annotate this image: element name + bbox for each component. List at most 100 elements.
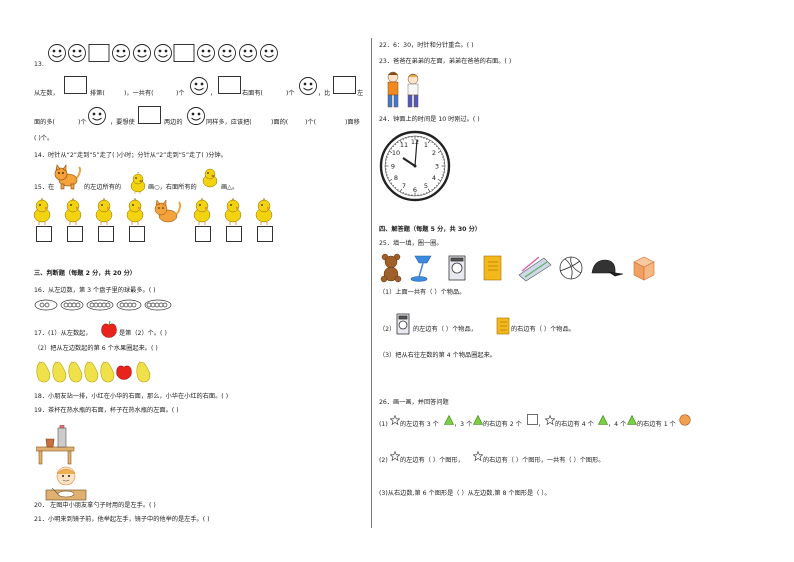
square-icon — [64, 76, 87, 94]
q13-text: )个 — [286, 90, 295, 97]
q13-text: 排第( — [90, 90, 105, 97]
clock-tick — [387, 177, 390, 179]
clock-tick — [402, 191, 404, 194]
clock-tick — [433, 186, 436, 189]
chick-icon — [130, 172, 146, 194]
svg-text:3: 3 — [435, 163, 439, 171]
q26-part1: ， — [538, 421, 545, 428]
q18-text: 18．小朋友站一排，小红在小华的右面，那么，小华在小红的右面。( ) — [34, 393, 229, 400]
clock-tick — [437, 148, 440, 150]
q13-text: ， — [210, 90, 217, 97]
smiley-icon — [68, 44, 86, 62]
clock-tick — [437, 182, 440, 184]
q25-part2: （2） — [379, 326, 396, 333]
square-outline-icon — [527, 414, 538, 425]
q13-text: ( )个。 — [34, 135, 54, 142]
clock-tick — [426, 191, 428, 194]
q26-part1: 的左边有 3 个 — [400, 421, 439, 428]
sharpener-icon — [396, 313, 410, 335]
clock-tick — [399, 188, 403, 193]
clock-tick — [397, 141, 399, 144]
clock-tick — [388, 150, 393, 154]
chick-icon — [193, 198, 211, 226]
section-title: 四、解答题（每题 5 分，共 30 分） — [379, 226, 481, 233]
q19-text: 19．茶杯在热水瓶的右面，杯子在热水瓶的左面。( ) — [34, 407, 179, 414]
clock-tick — [387, 153, 390, 155]
q13-text: )个 — [176, 90, 185, 97]
q17-text: （2）把从左边数起的第 6 个水果圈起来。( ) — [34, 345, 158, 352]
pear-icon — [52, 361, 67, 383]
sharpener-icon — [448, 255, 466, 281]
svg-text:5: 5 — [424, 182, 428, 190]
cat-icon — [154, 199, 182, 223]
clock-tick — [392, 184, 395, 187]
q23-text: 23．爸爸在弟弟的左面，弟弟在爸爸的右面。( ) — [379, 58, 512, 65]
clock-tick — [437, 178, 442, 182]
q26-part2: (2) — [379, 457, 388, 464]
top-smiley-row — [48, 44, 278, 62]
answer-box[interactable] — [67, 226, 83, 242]
q13-text: )面的( — [271, 119, 289, 126]
column-divider — [371, 38, 372, 528]
q13-number: 13. — [34, 61, 44, 68]
smiley-icon — [154, 44, 172, 62]
cube-icon — [633, 256, 655, 281]
clock-tick — [431, 141, 433, 144]
q13-text: ，比 — [318, 90, 331, 97]
answer-box[interactable] — [257, 226, 273, 242]
notebook-icon — [483, 255, 502, 281]
child-spoon-icon — [45, 466, 87, 501]
star-icon — [473, 451, 483, 461]
desk-lamp-icon — [410, 255, 432, 282]
answer-box[interactable] — [195, 226, 211, 242]
minute-hand — [414, 139, 418, 167]
chick-icon — [95, 198, 113, 226]
svg-text:2: 2 — [432, 149, 436, 157]
clock-tick — [427, 139, 431, 144]
answer-box[interactable] — [98, 226, 114, 242]
svg-text:4: 4 — [432, 174, 436, 182]
q13-text: 面的多( — [34, 119, 55, 126]
star-icon — [390, 451, 400, 461]
q25-part2: 的左边有（ ）个物品， — [413, 326, 477, 333]
q13-text: )，一共有( — [124, 90, 154, 97]
clock-tick — [402, 138, 404, 141]
q14-text: 14．时针从“2”走到“5”走了( )小时；分针从“2”走到“5”走了( )分钟… — [34, 152, 227, 159]
answer-box[interactable] — [36, 226, 52, 242]
q16-text: 16．从左边数，第 3 个盘子里的球最多。( ) — [34, 287, 156, 294]
svg-text:9: 9 — [391, 163, 395, 171]
q26-part2: 的左边有（ ）个图形， — [400, 457, 464, 464]
svg-text:7: 7 — [402, 182, 406, 190]
cat-icon — [54, 164, 82, 190]
chick-icon — [224, 198, 242, 226]
answer-box[interactable] — [226, 226, 242, 242]
q25-part1: （1）上面一共有（ ）个物品。 — [379, 289, 466, 296]
q15-text: 15．在 — [34, 184, 55, 191]
q13-text: )个 — [78, 119, 87, 126]
square-icon — [88, 44, 110, 62]
answer-box[interactable] — [129, 226, 145, 242]
smiley-icon — [88, 107, 106, 125]
svg-text:8: 8 — [394, 174, 398, 182]
svg-text:1: 1 — [424, 141, 428, 149]
q13-text: 同样多，应该把( — [206, 119, 252, 126]
smiley-icon — [112, 44, 130, 62]
plate-icon — [144, 299, 172, 311]
q22-text: 22．6：30，时针和分针重合。( ) — [379, 42, 474, 49]
plate-icon — [60, 299, 84, 311]
pear-icon — [84, 361, 99, 383]
svg-text:10: 10 — [392, 149, 400, 157]
clock-tick — [390, 182, 393, 184]
svg-text:12: 12 — [411, 138, 419, 146]
clock-tick — [397, 188, 399, 191]
smiley-icon — [187, 107, 205, 125]
plate-icon — [34, 299, 58, 311]
triangle-icon — [473, 415, 483, 425]
chick-icon — [255, 198, 273, 226]
teddy-bear-icon — [380, 253, 402, 283]
pear-icon — [136, 361, 151, 383]
clock-tick — [435, 184, 438, 187]
square-icon — [333, 76, 356, 94]
q26-part1: 的右边有 1 个 — [637, 421, 676, 428]
